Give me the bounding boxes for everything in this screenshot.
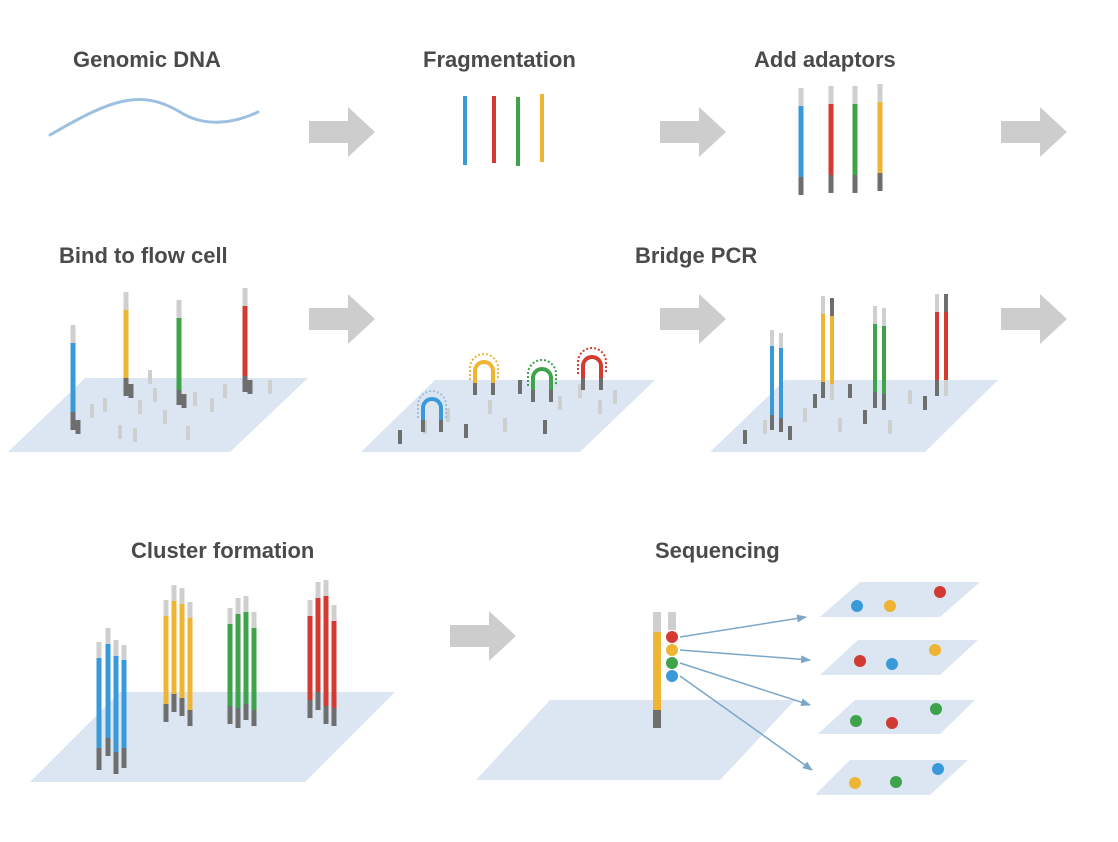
flow-cell-surface bbox=[30, 692, 395, 782]
bridged-strands bbox=[417, 347, 607, 432]
surface-primers bbox=[90, 370, 272, 442]
blue-cluster bbox=[96, 628, 127, 774]
genomic-dna-strand bbox=[48, 98, 260, 137]
arrow-1 bbox=[309, 107, 375, 157]
bind-flow-cell-label: Bind to flow cell bbox=[59, 243, 228, 268]
yellow-cluster bbox=[163, 585, 193, 726]
flow-cell-surface bbox=[476, 700, 795, 780]
arrow-7 bbox=[450, 611, 516, 661]
amplified-panel bbox=[710, 294, 998, 452]
image-plate-4 bbox=[815, 760, 968, 795]
image-plate-1 bbox=[820, 582, 980, 617]
bound-fragments bbox=[70, 288, 253, 434]
arrow-4 bbox=[309, 294, 375, 344]
flow-cell-surface bbox=[361, 380, 655, 452]
nucleotide-red bbox=[666, 631, 678, 643]
imaging-arrows bbox=[679, 614, 813, 771]
nucleotide-yellow bbox=[666, 644, 678, 656]
arrow-5 bbox=[660, 294, 726, 344]
arrow-3 bbox=[1001, 107, 1067, 157]
add-adaptors-label: Add adaptors bbox=[754, 47, 896, 72]
arrow-2 bbox=[660, 107, 726, 157]
nucleotide-blue bbox=[666, 670, 678, 682]
image-plate-2 bbox=[820, 640, 978, 675]
fragmentation-label: Fragmentation bbox=[423, 47, 576, 72]
image-plates bbox=[815, 582, 980, 795]
incorporated-nucleotides bbox=[666, 631, 678, 682]
arrow-6 bbox=[1001, 294, 1067, 344]
dna-fragments bbox=[463, 94, 544, 166]
surface-primers bbox=[743, 384, 927, 444]
nucleotide-green bbox=[666, 657, 678, 669]
flow-cell-surface bbox=[710, 380, 998, 452]
flow-cell-surface bbox=[8, 378, 308, 452]
genomic-dna-label: Genomic DNA bbox=[73, 47, 221, 72]
adapted-fragments bbox=[798, 84, 883, 195]
red-cluster bbox=[307, 580, 337, 726]
bridge-pcr-label: Bridge PCR bbox=[635, 243, 758, 268]
bind-flow-cell-panel bbox=[8, 288, 308, 452]
green-cluster bbox=[227, 596, 257, 728]
sequencing-panel bbox=[476, 582, 980, 795]
sequencing-strand bbox=[653, 612, 676, 728]
bridge-panel bbox=[361, 347, 655, 452]
image-plate-3 bbox=[818, 700, 975, 734]
cluster-formation-label: Cluster formation bbox=[131, 538, 315, 563]
process-arrows bbox=[309, 107, 1067, 661]
double-strands bbox=[770, 294, 948, 432]
cluster-formation-panel bbox=[30, 580, 395, 782]
sequencing-label: Sequencing bbox=[655, 538, 780, 563]
